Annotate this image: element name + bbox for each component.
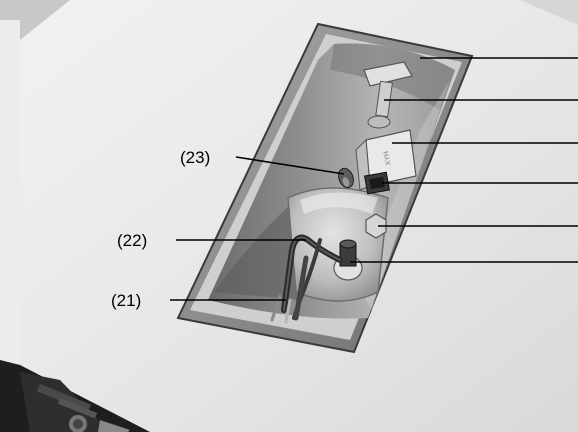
- callout-label-22: (22): [117, 231, 148, 250]
- callout-leaders-left: [170, 156, 345, 301]
- t-handle-screw: [363, 61, 413, 129]
- callout-label-21: (21): [111, 291, 142, 310]
- cable-bundle: [270, 234, 343, 324]
- housing-corner-shadow: [520, 0, 578, 25]
- panel-knob-center: [73, 419, 83, 429]
- panel-vent-slot: [57, 397, 98, 419]
- hex-nut: [365, 213, 387, 239]
- panel-vent-slot: [37, 384, 91, 413]
- leader-line-23: [235, 156, 345, 175]
- control-panel-corner: [0, 360, 150, 432]
- adjustment-bracket: XYH: [355, 129, 417, 191]
- callout-leaders-right: [350, 57, 578, 263]
- mounting-plate: [287, 187, 389, 302]
- callout-label-23: (23): [180, 148, 211, 167]
- housing-left-face: [0, 20, 20, 370]
- square-fitting: [364, 171, 390, 195]
- panel-edge-highlight: [98, 420, 130, 432]
- bracket-marking: XYH: [383, 150, 392, 165]
